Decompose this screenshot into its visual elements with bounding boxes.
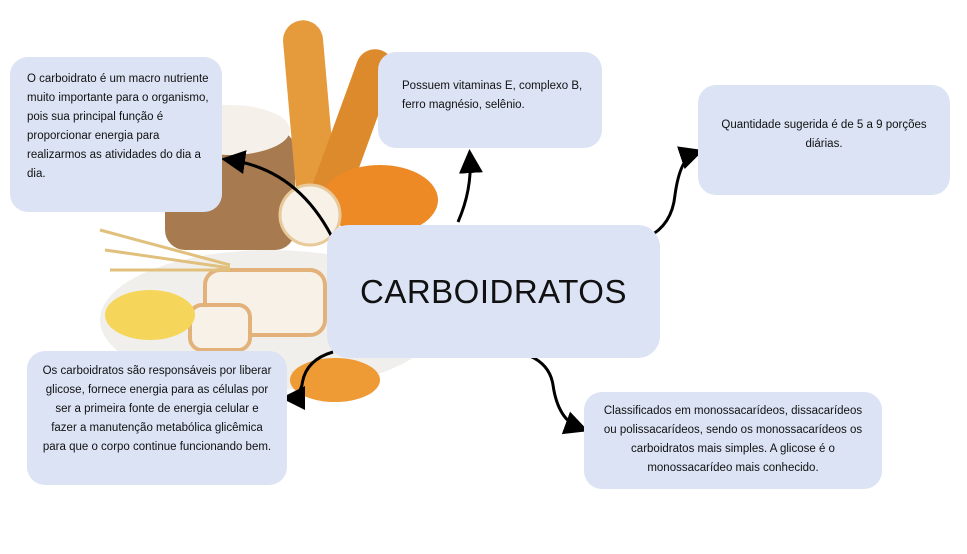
- center-title: CARBOIDRATOS: [360, 273, 627, 310]
- center-node: CARBOIDRATOS: [327, 225, 660, 358]
- node-vitamins: Possuem vitaminas E, complexo B, ferro m…: [378, 52, 602, 148]
- node-definition: O carboidrato é um macro nutriente muito…: [10, 57, 222, 212]
- node-classification: Classificados em monossacarídeos, dissac…: [584, 392, 882, 489]
- baguette: [304, 49, 395, 231]
- node-vitamins-text: Possuem vitaminas E, complexo B, ferro m…: [402, 80, 583, 111]
- arrow-to-vitamins: [456, 149, 483, 223]
- arrow-to-classification: [529, 354, 589, 435]
- node-quantity: Quantidade sugerida é de 5 a 9 porções d…: [698, 85, 950, 195]
- wheat: [99, 228, 231, 272]
- node-function-text: Os carboidratos são responsáveis por lib…: [42, 365, 272, 453]
- node-function: Os carboidratos são responsáveis por lib…: [27, 351, 287, 485]
- node-quantity-text: Quantidade sugerida é de 5 a 9 porções d…: [721, 119, 927, 150]
- arrow-to-definition: [221, 150, 337, 244]
- arrow-to-function: [281, 350, 334, 410]
- node-classification-text: Classificados em monossacarídeos, dissac…: [603, 405, 863, 474]
- pasta: [105, 290, 195, 340]
- arrow-to-quantity: [647, 146, 704, 239]
- bread-loaf: [322, 165, 438, 235]
- node-definition-text: O carboidrato é um macro nutriente muito…: [27, 73, 209, 180]
